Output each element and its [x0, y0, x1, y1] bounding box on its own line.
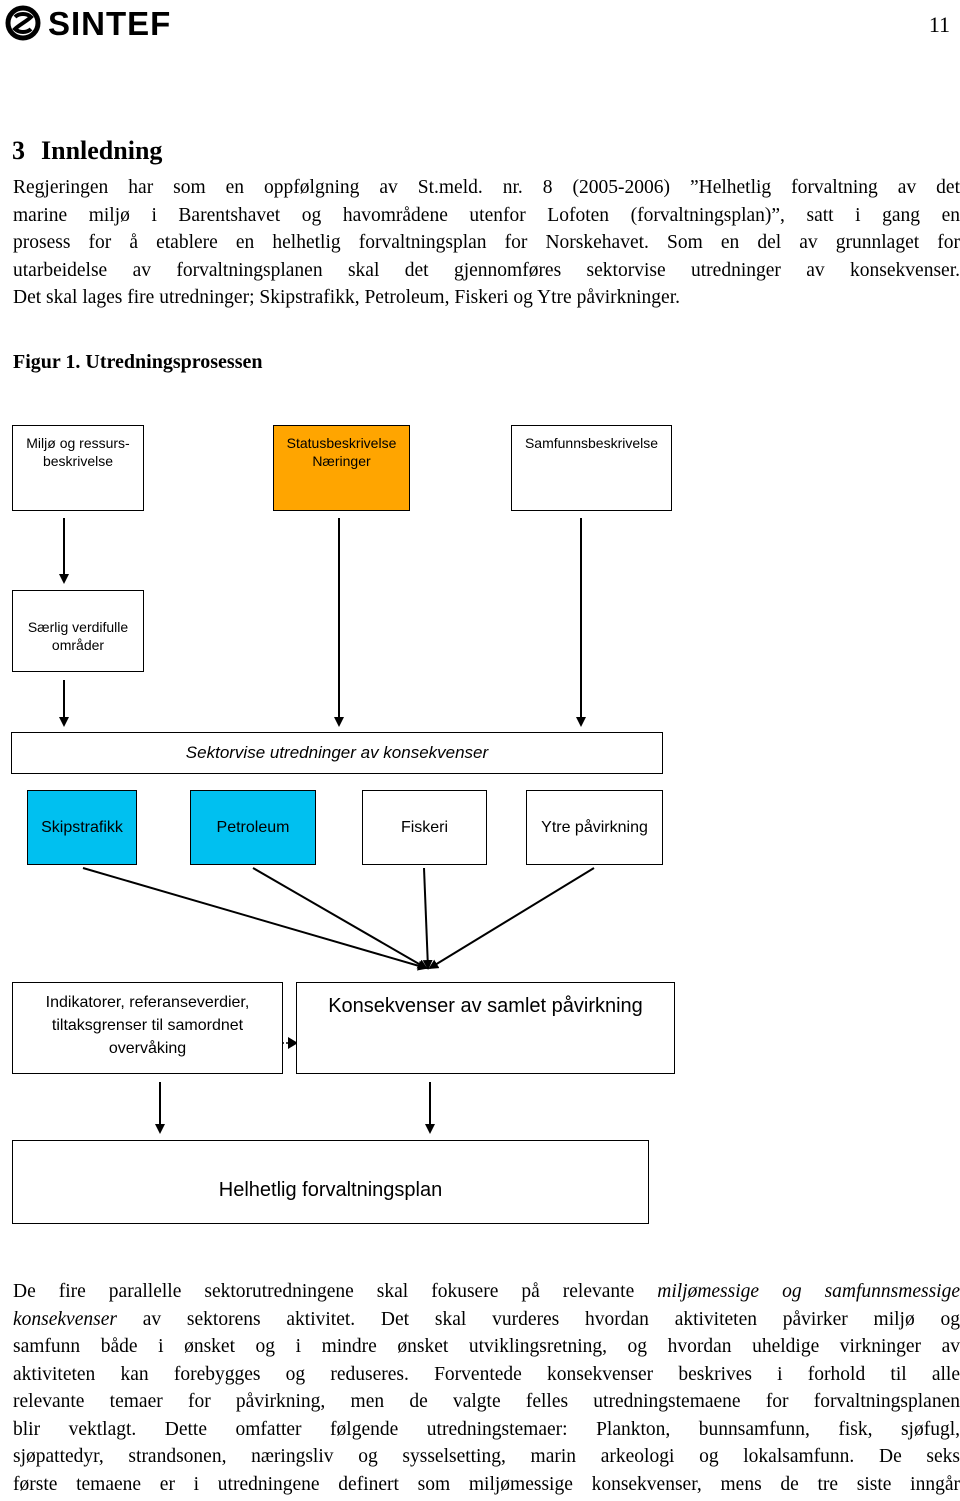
arrow-ytre-to-konsekvenser — [428, 867, 595, 970]
intro-line: marine miljø i Barentshavet og havområde… — [13, 204, 960, 226]
box-samfunnsbeskrivelse: Samfunnsbeskrivelse — [511, 425, 672, 511]
body-line: blir vektlagt. Dette omfatter følgende u… — [13, 1418, 960, 1440]
arrow-petroleum-to-konsekvenser — [252, 867, 428, 970]
figure-caption: Figur 1. Utredningsprosessen — [13, 351, 263, 373]
intro-line: Det skal lages fire utredninger; Skipstr… — [13, 287, 680, 308]
box-saerlig-verdifulle-omrader: Særlig verdifulle områder — [12, 590, 144, 672]
box-konsekvenser-samlet-pavirkning: Konsekvenser av samlet påvirkning — [296, 982, 675, 1074]
box-ytre-pavirkning: Ytre påvirkning — [526, 790, 663, 865]
box-miljo-ressursbeskrivelse: Miljø og ressurs- beskrivelse — [12, 425, 144, 511]
body-line: sjøpattedyr, strandsonen, næringsliv og … — [13, 1446, 960, 1467]
box-skipstrafikk: Skipstrafikk — [27, 790, 137, 865]
arrow-skipstrafikk-to-konsekvenser — [82, 867, 428, 971]
body-line: relevante temaer for påvirkning, men de … — [13, 1391, 960, 1412]
body-paragraph: De fire parallelle sektorutredningene sk… — [13, 1278, 960, 1498]
body-line: De fire parallelle sektorutredningene sk… — [13, 1281, 960, 1302]
box-petroleum: Petroleum — [190, 790, 316, 865]
intro-paragraph: Regjeringen har som en oppfølgning av St… — [13, 174, 960, 312]
box-indikatorer: Indikatorer, referanseverdier, tiltaksgr… — [12, 982, 283, 1074]
svg-text:SINTEF: SINTEF — [48, 5, 171, 42]
box-fiskeri: Fiskeri — [362, 790, 487, 865]
sintef-logo-mark-icon — [5, 5, 41, 41]
body-line: konsekvenser av sektorens aktivitet. Det… — [13, 1308, 960, 1330]
section-title: Innledning — [41, 136, 163, 165]
arrow-fiskeri-to-konsekvenser — [422, 867, 433, 970]
intro-line: Regjeringen har som en oppfølgning av St… — [13, 177, 960, 198]
body-line: aktiviteten kan forebygges og reduseres.… — [13, 1363, 960, 1385]
box-sektorvise-utredninger: Sektorvise utredninger av konsekvenser — [11, 732, 663, 774]
intro-line: utarbeidelse av forvaltningsplanen skal … — [13, 259, 960, 281]
body-line: samfunn både i ønsket og i mindre ønsket… — [13, 1336, 960, 1357]
page-number: 11 — [928, 12, 950, 37]
intro-line: prosess for å etablere en helhetlig forv… — [13, 232, 960, 253]
box-helhetlig-forvaltningsplan: Helhetlig forvaltningsplan — [12, 1140, 649, 1224]
sintef-logo: SINTEF — [4, 4, 214, 42]
box-statusbeskrivelse-naeringer: Statusbeskrivelse Næringer — [273, 425, 410, 511]
section-number: 3 — [12, 136, 25, 165]
body-line: første temaene er i utredningene definer… — [13, 1473, 960, 1495]
section-heading: 3 Innledning — [12, 136, 162, 166]
